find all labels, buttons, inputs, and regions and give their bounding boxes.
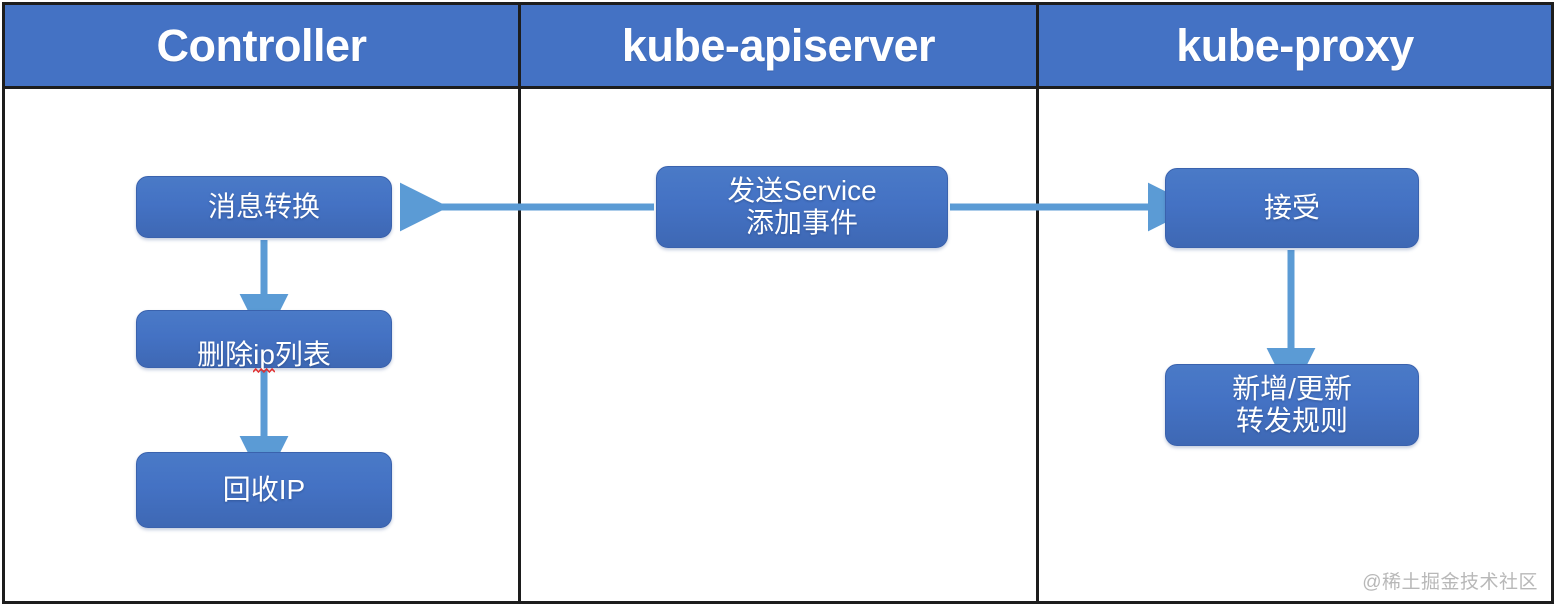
node-del-ip-text-token: ip [253, 339, 275, 370]
spellcheck-squiggle-icon [253, 368, 275, 374]
node-forward-rule-label: 新增/更新 转发规则 [1232, 372, 1352, 436]
node-accept[interactable]: 接受 [1165, 168, 1419, 248]
watermark: @稀土掘金技术社区 [1362, 572, 1538, 593]
lane-divider-controller-apiserver [518, 89, 521, 601]
node-send-service-label: 发送Service 添加事件 [727, 174, 877, 238]
node-reclaim-ip[interactable]: 回收IP [136, 452, 392, 528]
node-msg-convert[interactable]: 消息转换 [136, 176, 392, 238]
spellcheck-token: ip [253, 339, 275, 374]
swimlane-header-kube-proxy: kube-proxy [1039, 5, 1551, 89]
node-forward-rule[interactable]: 新增/更新 转发规则 [1165, 364, 1419, 446]
lane-divider-apiserver-proxy [1036, 89, 1039, 601]
node-del-ip-text-post: 列表 [274, 339, 331, 370]
swimlane-header-controller-label: Controller [156, 20, 367, 71]
node-msg-convert-label: 消息转换 [207, 190, 320, 222]
node-accept-label: 接受 [1263, 191, 1320, 223]
node-del-ip-text-pre: 删除 [197, 339, 254, 370]
node-reclaim-ip-label: 回收IP [222, 473, 306, 505]
swimlane-header-kube-apiserver: kube-apiserver [521, 5, 1039, 89]
swimlane-header-kube-apiserver-label: kube-apiserver [621, 20, 936, 71]
swimlane-header-band: Controller kube-apiserver kube-proxy [5, 5, 1551, 89]
node-send-service[interactable]: 发送Service 添加事件 [656, 166, 948, 248]
swimlane-header-controller: Controller [5, 5, 521, 89]
swimlane-header-kube-proxy-label: kube-proxy [1176, 20, 1414, 71]
